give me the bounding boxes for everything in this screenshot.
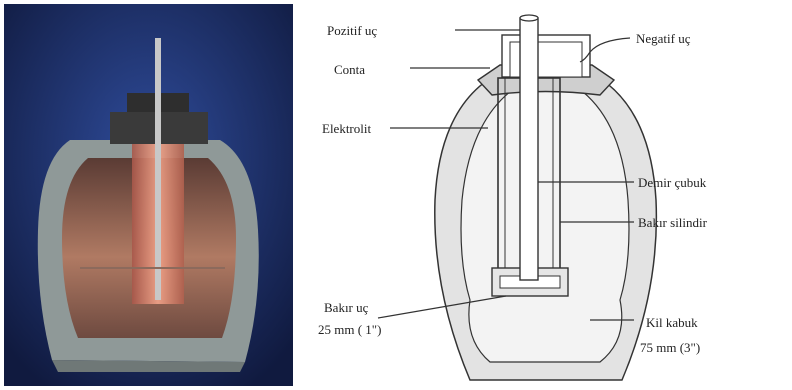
- label-clay-shell: Kil kabuk: [646, 315, 698, 331]
- clay-shell-inner: [461, 88, 629, 362]
- iron-rod: [520, 18, 538, 280]
- label-negative-terminal: Negatif uç: [636, 31, 691, 47]
- label-copper-cylinder: Bakır silindir: [638, 215, 707, 231]
- label-iron-rod: Demir çubuk: [638, 175, 706, 191]
- label-copper-tip-size: 25 mm ( 1"): [318, 322, 381, 338]
- label-clay-shell-size: 75 mm (3"): [640, 340, 700, 356]
- label-copper-tip: Bakır uç: [324, 300, 368, 316]
- label-seal: Conta: [334, 62, 365, 78]
- label-electrolyte: Elektrolit: [322, 121, 371, 137]
- label-positive-terminal: Pozitif uç: [327, 23, 377, 39]
